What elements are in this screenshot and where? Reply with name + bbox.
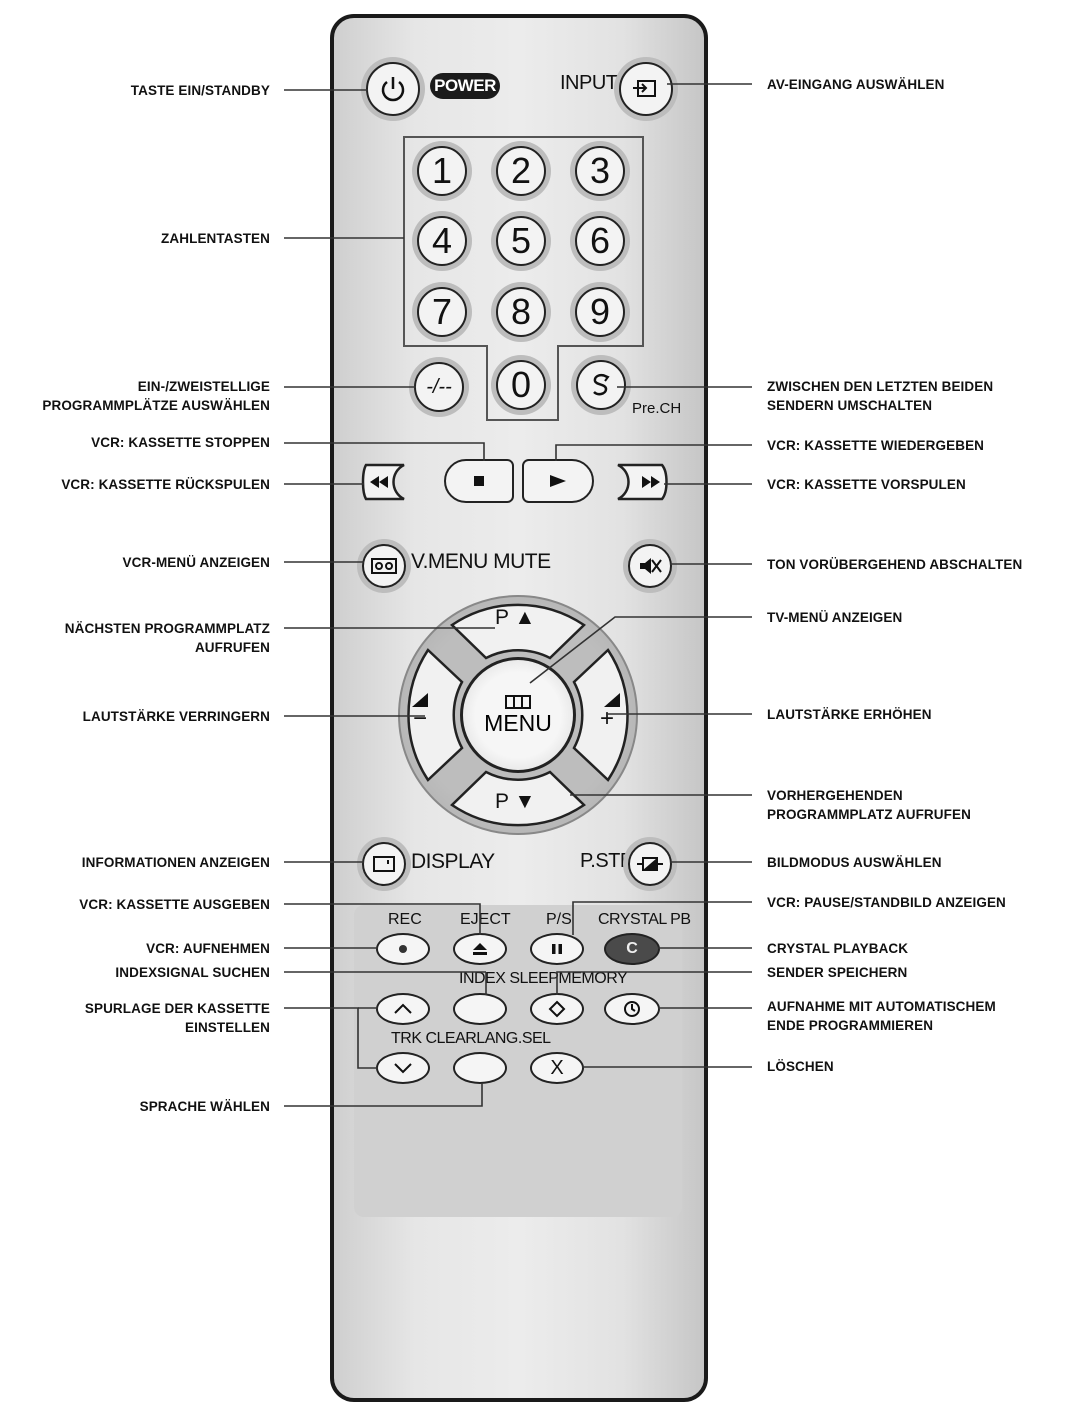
crystal-icon: C [626, 940, 638, 957]
label-volume-down: LAUTSTÄRKE VERRINGERN [82, 709, 270, 724]
power-button[interactable] [366, 62, 420, 116]
tracking-down-button[interactable] [376, 1052, 430, 1084]
pause-icon [552, 944, 562, 954]
label-language: SPRACHE WÄHLEN [139, 1099, 270, 1114]
input-text: INPUT [560, 72, 618, 94]
picture-mode-button[interactable] [628, 842, 672, 886]
label-crystal-playback: CRYSTAL PLAYBACK [767, 941, 909, 956]
vmenu-mute-text: V.MENU MUTE [411, 550, 551, 573]
crystal-playback-button[interactable]: C [604, 933, 660, 965]
sleep-timer-button[interactable] [604, 993, 660, 1025]
power-icon [381, 77, 405, 102]
label-index: INDEXSIGNAL SUCHEN [115, 965, 270, 980]
label-rewind: VCR: KASSETTE RÜCKSPULEN [61, 477, 270, 492]
pre-ch-button[interactable] [576, 360, 626, 410]
fast-forward-button[interactable] [616, 462, 674, 502]
number-key-9[interactable]: 9 [575, 287, 625, 337]
label-fast-forward: VCR: KASSETTE VORSPULEN [767, 477, 966, 492]
index-button[interactable] [453, 993, 507, 1025]
number-key-3[interactable]: 3 [575, 146, 625, 196]
volume-down-button[interactable]: − [413, 705, 428, 732]
label-memory: SENDER SPEICHERN [767, 965, 908, 980]
record-icon [399, 945, 407, 953]
menu-text: MENU [484, 709, 552, 736]
memory-button[interactable] [530, 993, 584, 1025]
mute-button[interactable] [628, 544, 672, 588]
pause-still-button[interactable] [530, 933, 584, 965]
channel-up-button[interactable]: P ▲ [495, 606, 536, 629]
chevron-up-icon [394, 1003, 412, 1014]
label-tv-menu: TV-MENÜ ANZEIGEN [767, 610, 903, 625]
info-icon [373, 856, 395, 872]
label-vcr-menu: VCR-MENÜ ANZEIGEN [122, 555, 270, 570]
stop-icon [474, 476, 484, 486]
digit-mode-button[interactable]: -/-- [414, 362, 464, 412]
label-number-keys: ZAHLENTASTEN [161, 231, 270, 246]
chevron-down-icon [394, 1063, 412, 1074]
input-icon [633, 80, 656, 97]
menu-icon [505, 694, 531, 709]
eject-icon [473, 943, 487, 955]
label-input: AV-EINGANG AUSWÄHLEN [767, 77, 945, 92]
language-select-button[interactable] [453, 1052, 507, 1084]
eject-button[interactable] [453, 933, 507, 965]
display-button[interactable] [362, 842, 406, 886]
eject-text: EJECT [460, 911, 511, 928]
pstd-text: P.STD [580, 850, 634, 872]
ps-text: P/S [546, 911, 572, 928]
tv-menu-button[interactable]: MENU [460, 657, 576, 773]
label-clear: LÖSCHEN [767, 1059, 834, 1074]
stop-button[interactable] [444, 459, 514, 503]
rec-text: REC [388, 911, 422, 928]
diamond-icon [548, 1000, 566, 1018]
pre-ch-text: Pre.CH [632, 400, 682, 417]
label-display: INFORMATIONEN ANZEIGEN [81, 855, 270, 870]
label-volume-up: LAUTSTÄRKE ERHÖHEN [767, 707, 932, 722]
swap-icon [593, 373, 610, 396]
clock-icon [624, 1001, 640, 1017]
tracking-up-button[interactable] [376, 993, 430, 1025]
play-button[interactable] [522, 459, 594, 503]
number-key-6[interactable]: 6 [575, 216, 625, 266]
label-stop: VCR: KASSETTE STOPPEN [91, 435, 270, 450]
clear-icon: X [550, 1056, 564, 1079]
clear-button[interactable]: X [530, 1052, 584, 1084]
index-sleep-memory-text: INDEX SLEEPMEMORY [459, 970, 628, 987]
input-button[interactable] [619, 62, 673, 116]
label-power: TASTE EIN/STANDBY [130, 83, 270, 98]
channel-down-button[interactable]: P ▼ [495, 790, 536, 813]
label-record: VCR: AUFNEHMEN [146, 941, 270, 956]
label-pause-still: VCR: PAUSE/STANDBILD ANZEIGEN [767, 895, 1006, 910]
number-key-1[interactable]: 1 [417, 146, 467, 196]
picture-mode-icon [637, 857, 663, 871]
number-key-7[interactable]: 7 [417, 287, 467, 337]
crystal-pb-text: CRYSTAL PB [598, 911, 691, 928]
rewind-button[interactable] [360, 462, 406, 502]
label-picture-mode: BILDMODUS AUSWÄHLEN [767, 855, 942, 870]
number-key-0[interactable]: 0 [496, 360, 546, 410]
number-key-8[interactable]: 8 [496, 287, 546, 337]
number-key-5[interactable]: 5 [496, 216, 546, 266]
vcr-menu-button[interactable] [362, 544, 406, 588]
number-key-4[interactable]: 4 [417, 216, 467, 266]
cassette-icon [371, 558, 397, 574]
record-button[interactable] [376, 933, 430, 965]
display-text: DISPLAY [411, 850, 495, 873]
label-play: VCR: KASSETTE WIEDERGEBEN [767, 438, 985, 453]
trk-clear-lang-text: TRK CLEARLANG.SEL [391, 1030, 551, 1047]
mute-icon [640, 558, 662, 574]
power-text: POWER [430, 73, 500, 99]
play-icon [550, 475, 566, 487]
label-eject: VCR: KASSETTE AUSGEBEN [79, 897, 270, 912]
label-mute: TON VORÜBERGEHEND ABSCHALTEN [767, 557, 1023, 572]
number-key-2[interactable]: 2 [496, 146, 546, 196]
volume-up-button[interactable]: + [600, 705, 615, 732]
